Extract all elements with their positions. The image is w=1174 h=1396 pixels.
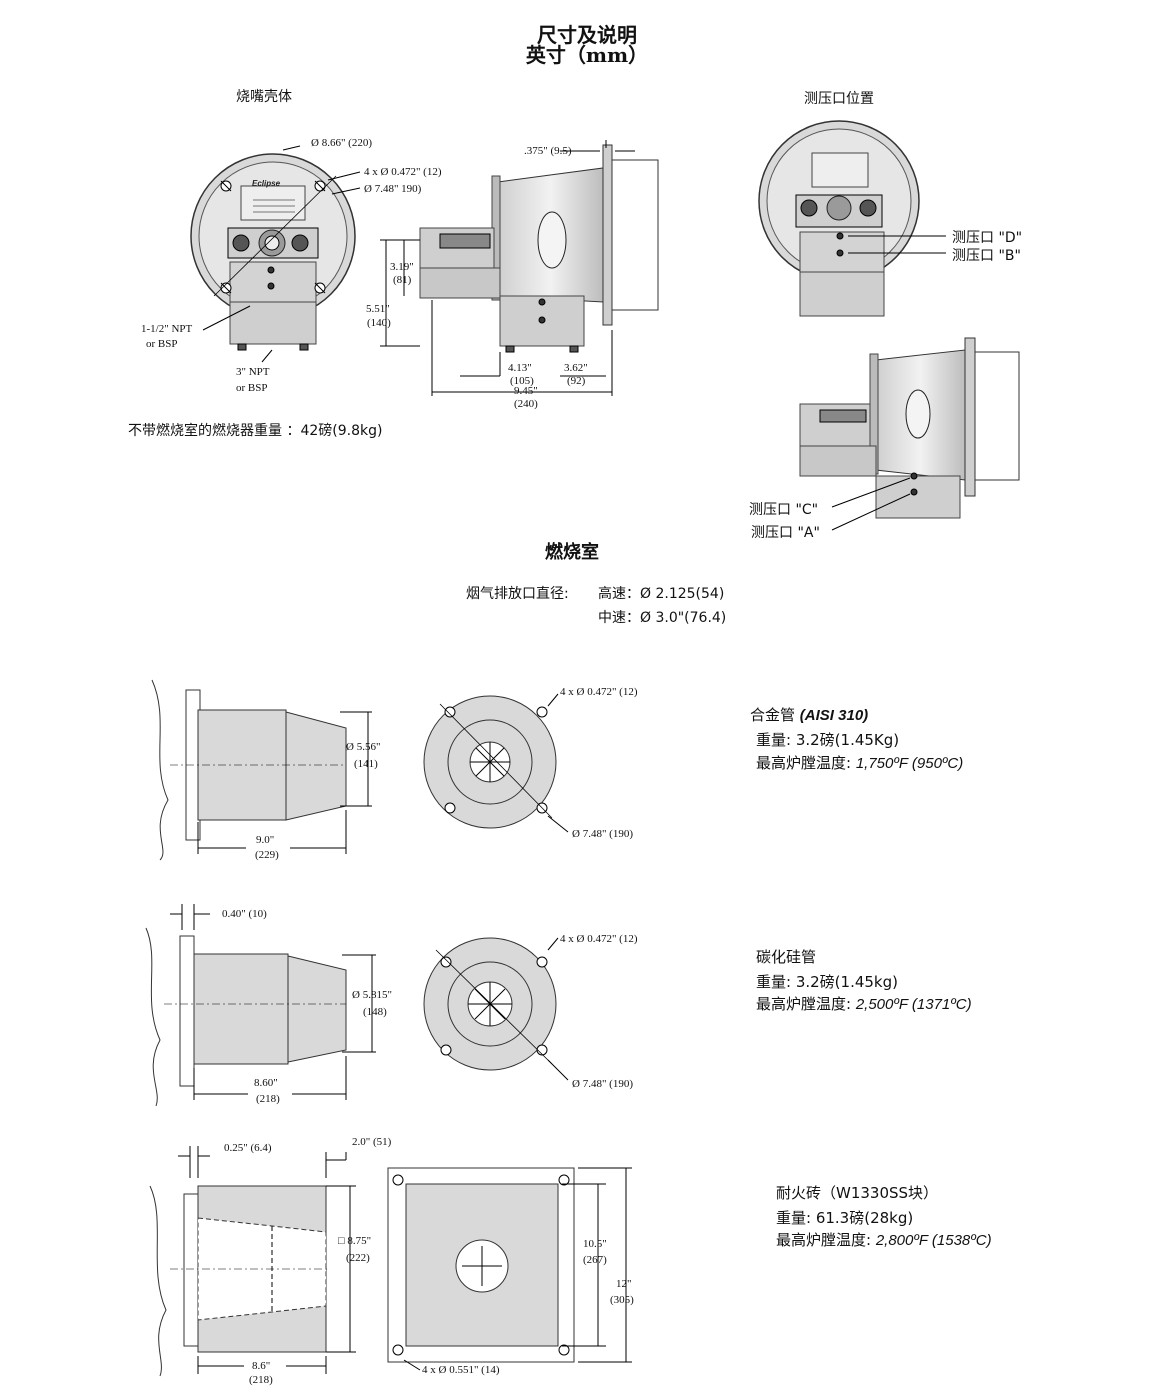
dim-l2-in: 3.62" bbox=[564, 362, 588, 374]
sic-weight: 重量: 3.2磅(1.45kg) bbox=[756, 973, 898, 991]
dim-h2-in: 5.51" bbox=[366, 303, 390, 315]
dim-outer-dia: Ø 8.66" (220) bbox=[311, 137, 373, 149]
dim-l1-mm: (105) bbox=[510, 375, 534, 387]
dim-bolt-circle: Ø 7.48" 190) bbox=[364, 183, 422, 195]
alloy-name: 合金管 (AISI 310) bbox=[750, 706, 869, 724]
alloy-dia-in: Ø 5.56" bbox=[346, 741, 381, 753]
alloy-tube-side bbox=[151, 679, 372, 861]
exhaust-label: 烟气排放口直径: bbox=[466, 586, 569, 602]
dim-h1-in: 3.19" bbox=[390, 261, 414, 273]
dim-gas-inlet-alt: or BSP bbox=[146, 338, 178, 350]
sic-max-temp: 最高炉膛温度: 2,500ºF (1371ºC) bbox=[756, 995, 972, 1013]
sic-len-mm: (218) bbox=[256, 1093, 280, 1105]
tap-view-title: 测压口位置 bbox=[804, 91, 874, 107]
exhaust-high-speed: 高速：Ø 2.125(54) bbox=[598, 586, 725, 602]
brick-depth: 2.0" (51) bbox=[352, 1136, 392, 1148]
brick-square-mm: (222) bbox=[346, 1252, 370, 1264]
tap-d-label: 测压口 "D" bbox=[952, 230, 1023, 246]
alloy-bolt-circle: Ø 7.48" (190) bbox=[572, 828, 634, 840]
brick-end bbox=[387, 1167, 632, 1371]
sic-tube-end bbox=[423, 937, 569, 1081]
housing-front-view bbox=[190, 145, 361, 363]
dim-l1-in: 4.13" bbox=[508, 362, 532, 374]
sic-flange: 0.40" (10) bbox=[222, 908, 267, 920]
sic-len-in: 8.60" bbox=[254, 1077, 278, 1089]
brick-outer-in: 12" bbox=[616, 1278, 632, 1290]
brick-outer-mm: (305) bbox=[610, 1294, 634, 1306]
brick-inner-in: 10.5" bbox=[583, 1238, 607, 1250]
dim-h2-mm: (140) bbox=[367, 317, 391, 329]
sic-holes: 4 x Ø 0.472" (12) bbox=[560, 933, 638, 945]
alloy-weight: 重量: 3.2磅(1.45Kg) bbox=[756, 731, 900, 749]
alloy-holes: 4 x Ø 0.472" (12) bbox=[560, 686, 638, 698]
dim-bolt-holes: 4 x Ø 0.472" (12) bbox=[364, 166, 442, 178]
dim-flange-thickness: .375" (9.5) bbox=[524, 145, 572, 157]
brick-square-in: □ 8.75" bbox=[338, 1235, 372, 1247]
brick-holes: 4 x Ø 0.551" (14) bbox=[422, 1364, 500, 1376]
brick-name: 耐火砖（W1330SS块） bbox=[776, 1184, 939, 1202]
tap-a-label: 测压口 "A" bbox=[751, 525, 820, 541]
dim-l2-mm: (92) bbox=[567, 375, 586, 387]
combustor-heading: 燃烧室 bbox=[545, 542, 599, 563]
dim-air-inlet: 3" NPT bbox=[236, 366, 270, 378]
dim-l3-mm: (240) bbox=[514, 398, 538, 410]
brick-len-in: 8.6" bbox=[252, 1360, 271, 1372]
brick-weight: 重量: 61.3磅(28kg) bbox=[776, 1209, 914, 1227]
dim-air-inlet-alt: or BSP bbox=[236, 382, 268, 394]
tap-b-label: 测压口 "B" bbox=[952, 248, 1021, 264]
alloy-len-mm: (229) bbox=[255, 849, 279, 861]
alloy-max-temp: 最高炉膛温度: 1,750ºF (950ºC) bbox=[756, 754, 964, 772]
brick-len-mm: (218) bbox=[249, 1374, 273, 1386]
sic-tube-side bbox=[145, 904, 376, 1107]
burner-weight-note: 不带燃烧室的燃烧器重量 ：42磅(9.8kg) bbox=[128, 423, 383, 439]
brick-flange: 0.25" (6.4) bbox=[224, 1142, 272, 1154]
alloy-dia-mm: (141) bbox=[354, 758, 378, 770]
sic-dia-mm: (148) bbox=[363, 1006, 387, 1018]
alloy-tube-end bbox=[423, 693, 569, 833]
nameplate-logo: Eclipse bbox=[252, 179, 281, 188]
tap-front-view bbox=[758, 120, 946, 317]
alloy-len-in: 9.0" bbox=[256, 834, 275, 846]
sic-bolt-circle: Ø 7.48" (190) bbox=[572, 1078, 634, 1090]
brick-inner-mm: (267) bbox=[583, 1254, 607, 1266]
sic-dia-in: Ø 5.815" bbox=[352, 989, 392, 1001]
page-title: 尺寸及说明 bbox=[537, 23, 637, 47]
dim-gas-inlet: 1-1/2" NPT bbox=[141, 323, 193, 335]
dim-l3-in: 9.45" bbox=[514, 385, 538, 397]
sic-name: 碳化硅管 bbox=[756, 948, 817, 966]
housing-side-view bbox=[380, 140, 659, 396]
brick-max-temp: 最高炉膛温度: 2,800ºF (1538ºC) bbox=[776, 1231, 992, 1249]
tap-c-label: 测压口 "C" bbox=[749, 502, 819, 518]
dim-h1-mm: (81) bbox=[393, 274, 412, 286]
page-subtitle: 英寸（mm） bbox=[525, 43, 649, 67]
housing-view-title: 烧嘴壳体 bbox=[236, 89, 292, 105]
brick-side bbox=[149, 1146, 356, 1377]
exhaust-mid-speed: 中速：Ø 3.0"(76.4) bbox=[598, 610, 727, 626]
tap-side-view bbox=[799, 337, 1020, 531]
